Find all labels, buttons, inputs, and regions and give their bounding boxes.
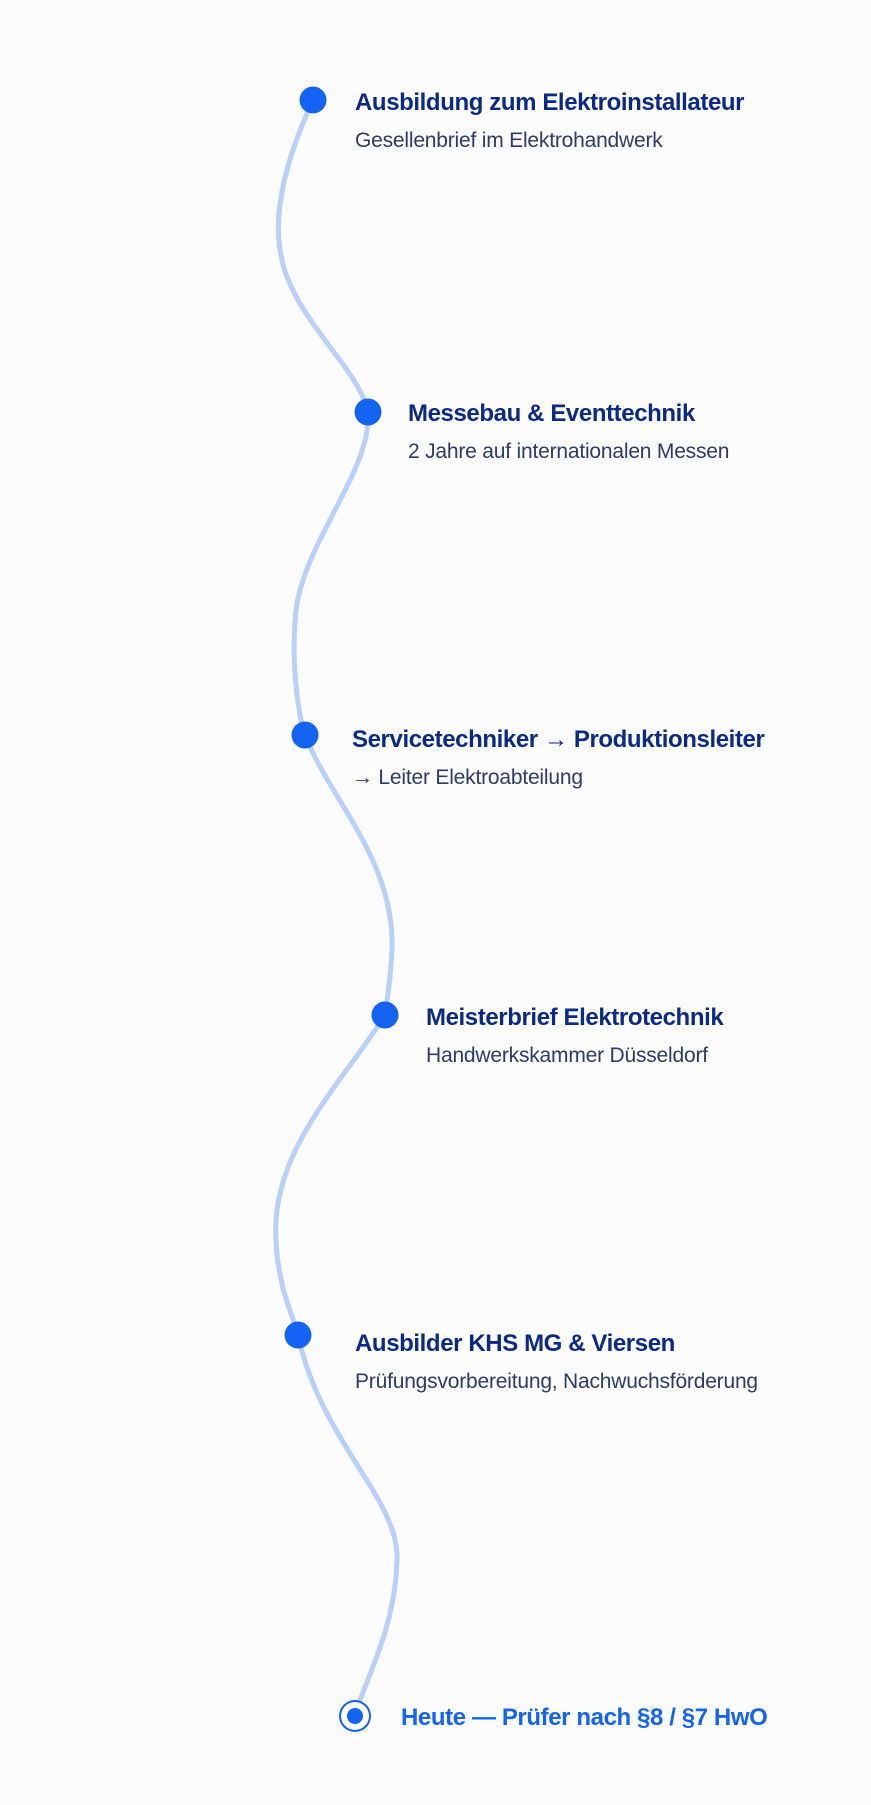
current-title: Heute — Prüfer nach §8 / §7 HwO <box>401 1704 768 1731</box>
entry-title: Servicetechniker → Produktionsleiter <box>352 726 765 753</box>
timeline-entry-servicetechniker: Servicetechniker → Produktionsleiter → L… <box>352 725 765 791</box>
entry-subtitle: → Leiter Elektroabteilung <box>352 766 583 789</box>
entry-subtitle: Prüfungsvorbereitung, Nachwuchsförderung <box>355 1370 758 1393</box>
timeline-entry-current: Heute — Prüfer nach §8 / §7 HwO <box>401 1703 768 1733</box>
timeline-dot <box>299 86 327 114</box>
timeline-dot <box>354 398 382 426</box>
entry-title: Ausbilder KHS MG & Viersen <box>355 1330 675 1357</box>
timeline-entry-messebau: Messebau & Eventtechnik 2 Jahre auf inte… <box>408 399 729 465</box>
entry-title: Messebau & Eventtechnik <box>408 400 695 427</box>
timeline-entry-ausbildung: Ausbildung zum Elektroinstallateur Gesel… <box>355 88 745 154</box>
timeline-dot <box>371 1001 399 1029</box>
timeline-dot <box>284 1321 312 1349</box>
entry-subtitle: Gesellenbrief im Elektrohandwerk <box>355 129 663 152</box>
entry-title: Ausbildung zum Elektroinstallateur <box>355 89 745 116</box>
entry-subtitle: Handwerkskammer Düsseldorf <box>426 1044 708 1067</box>
current-position-dot <box>347 1708 363 1724</box>
timeline-entry-ausbilder: Ausbilder KHS MG & Viersen Prüfungsvorbe… <box>355 1329 758 1395</box>
timeline-dot <box>291 721 319 749</box>
entry-subtitle: 2 Jahre auf internationalen Messen <box>408 440 730 463</box>
timeline-entry-meisterbrief: Meisterbrief Elektrotechnik Handwerkskam… <box>426 1003 724 1069</box>
entry-title: Meisterbrief Elektrotechnik <box>426 1004 724 1031</box>
